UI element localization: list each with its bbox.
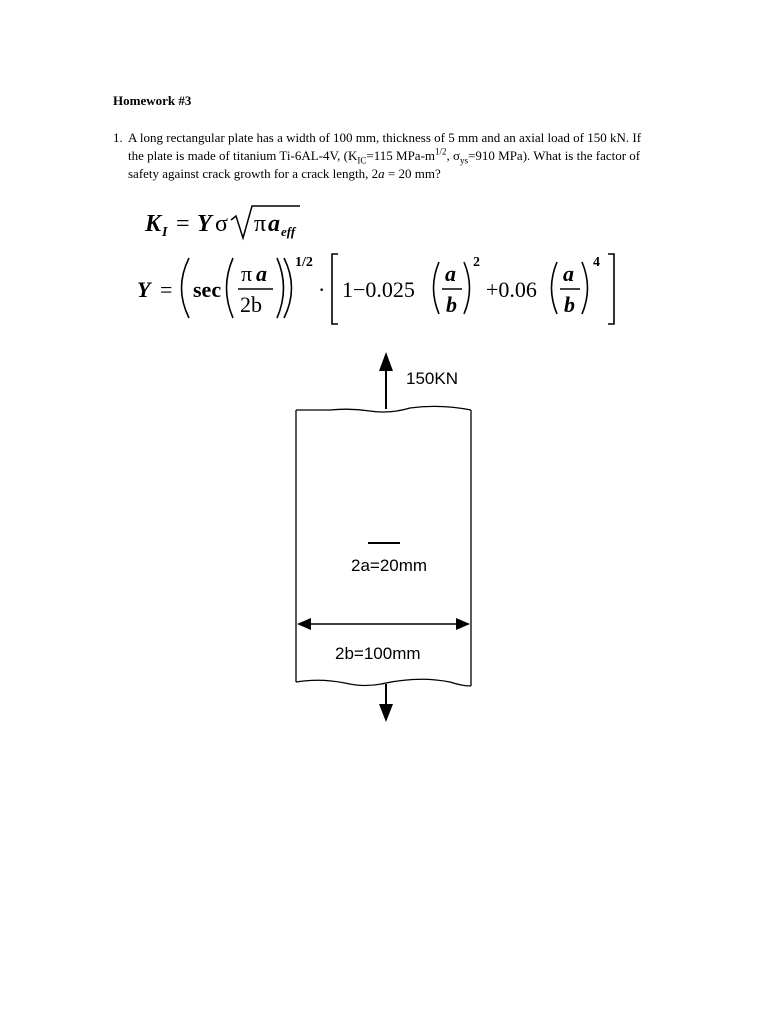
load-label: 150KN	[406, 369, 458, 388]
eq2-a: a	[256, 261, 267, 286]
eq1-pi: π	[254, 211, 266, 237]
eq1-Y: Y	[197, 211, 214, 237]
paren-left-outer	[180, 257, 190, 319]
bottom-break-line	[295, 678, 472, 687]
eq2-fourth: 4	[593, 255, 600, 270]
eq2-b2: b	[446, 292, 457, 317]
plate-diagram	[295, 352, 472, 722]
bracket-right	[608, 253, 615, 325]
eq2-square: 2	[473, 255, 480, 270]
eq2-equals: =	[160, 277, 172, 302]
paren-left-inner	[225, 257, 234, 319]
sqrt-symbol	[230, 205, 300, 241]
paren-right-outer	[283, 257, 293, 319]
eq1-K-sub: I	[161, 225, 168, 240]
problem-text-a: A long rectangular plate has a width of …	[128, 130, 642, 163]
bracket-left	[331, 253, 338, 325]
exponent: 1/2	[435, 146, 447, 157]
eq1-equals: =	[176, 211, 190, 237]
eq1-a: a	[268, 211, 280, 237]
eq2-2b: 2b	[240, 292, 262, 317]
width-arrow-left	[297, 618, 311, 630]
problem-number: 1.	[113, 130, 123, 145]
eq2-a3: a	[563, 261, 574, 286]
eq2-half: 1/2	[295, 255, 313, 270]
eq2-pi: π	[241, 261, 252, 286]
problem-text-d: =910 MPa). What is the factor of safety …	[128, 148, 641, 181]
eq2-one-minus: 1−0.025	[342, 277, 415, 302]
ys-subscript: ys	[460, 155, 469, 166]
eq2-b3: b	[564, 292, 575, 317]
paren-a-b-left-1	[432, 261, 440, 315]
eq2-plus: +0.06	[486, 277, 537, 302]
kic-subscript: IC	[357, 155, 367, 166]
eq2-Y: Y	[137, 277, 153, 302]
paren-right-inner	[276, 257, 285, 319]
eq2-dot: ·	[318, 277, 325, 302]
problem-1: 1. A long rectangular plate has a width …	[113, 129, 643, 183]
equation-stress-intensity: K I = Y σ π a eff	[144, 205, 300, 241]
width-arrow-right	[456, 618, 470, 630]
problem-text: A long rectangular plate has a width of …	[128, 129, 643, 183]
problem-text-e: = 20 mm?	[384, 166, 441, 181]
equation-geometry-factor: Y = sec π a 2b 1/2 · 1−0.025 a b 2 +0.06…	[137, 253, 615, 325]
paren-a-b-right-2	[581, 261, 589, 315]
eq1-sigma: σ	[215, 211, 228, 237]
top-break-line	[296, 405, 472, 413]
width-label: 2b=100mm	[335, 644, 421, 663]
paren-a-b-right-1	[463, 261, 471, 315]
homework-title: Homework #3	[113, 93, 192, 108]
problem-text-c: , σ	[446, 148, 461, 163]
eq1-eff: eff	[281, 224, 297, 239]
eq2-a2: a	[445, 261, 456, 286]
paren-a-b-left-2	[550, 261, 558, 315]
problem-text-b: =115 MPa-m	[366, 148, 436, 163]
crack-length-label: 2a=20mm	[351, 556, 427, 575]
bottom-load-arrowhead	[379, 704, 393, 722]
top-load-arrowhead	[379, 352, 393, 371]
crack-a-italic: a	[378, 166, 385, 181]
eq2-sec: sec	[193, 277, 221, 302]
eq1-K: K	[144, 211, 163, 237]
